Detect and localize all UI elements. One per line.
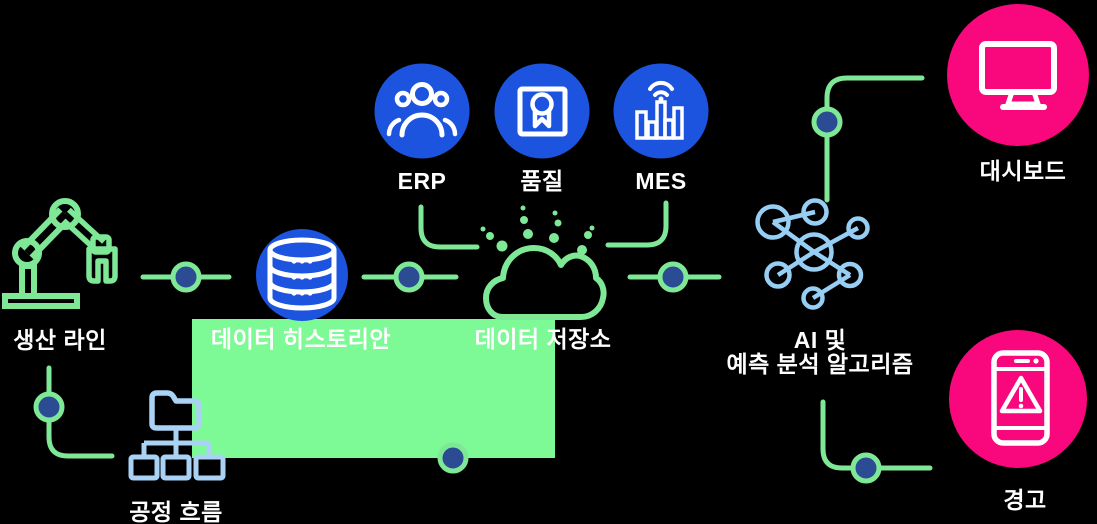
connector-dot (850, 452, 882, 484)
smart-factory-chart-icon (635, 81, 684, 140)
connector-ai-to-alert (820, 399, 933, 471)
connector-dot (33, 391, 65, 423)
alert-node (949, 330, 1087, 468)
connector-dot (393, 261, 425, 293)
users-icon (386, 82, 458, 138)
erp-label: ERP (397, 168, 447, 194)
mes-label: MES (635, 168, 687, 194)
data-historian-node (256, 229, 348, 321)
mes-node (613, 63, 709, 159)
data-ingest-bubbles (480, 205, 595, 255)
connector-production-to-process-flow (46, 365, 115, 459)
robot-arm-icon (2, 198, 118, 309)
connector-node-dots (33, 106, 882, 484)
certificate-icon (517, 86, 568, 137)
connector-dot (437, 442, 469, 474)
connector-ai-to-dashboard (824, 75, 925, 203)
pipeline-highlight-box (192, 319, 555, 458)
ai-label-line1: AI 및 (793, 327, 847, 353)
ai-network-icon (755, 198, 870, 310)
quality-label: 품질 (520, 168, 564, 194)
quality-node (494, 63, 590, 159)
process-flow-label: 공정 흐름 (129, 499, 223, 524)
connector-mes-to-storage (605, 200, 669, 248)
dashboard-label: 대시보드 (979, 158, 1067, 184)
data-historian-label: 데이터 히스토리안 (210, 326, 392, 352)
dashboard-node (947, 4, 1089, 146)
alert-label: 경고 (1003, 487, 1047, 513)
connector-dot (170, 261, 202, 293)
monitor-icon (979, 41, 1057, 110)
connector-dot (657, 261, 689, 293)
ai-label-line2: 예측 분석 알고리즘 (726, 351, 914, 377)
process-flow-icon (128, 390, 226, 481)
data-storage-label: 데이터 저장소 (474, 326, 612, 352)
connector-dot (811, 106, 843, 138)
production-line-label: 생산 라인 (13, 327, 107, 353)
connector-erp-to-storage (418, 204, 480, 250)
erp-node (374, 63, 470, 159)
smartphone-warning-icon (991, 350, 1050, 446)
database-icon (267, 237, 337, 311)
cloud-icon (480, 205, 607, 320)
